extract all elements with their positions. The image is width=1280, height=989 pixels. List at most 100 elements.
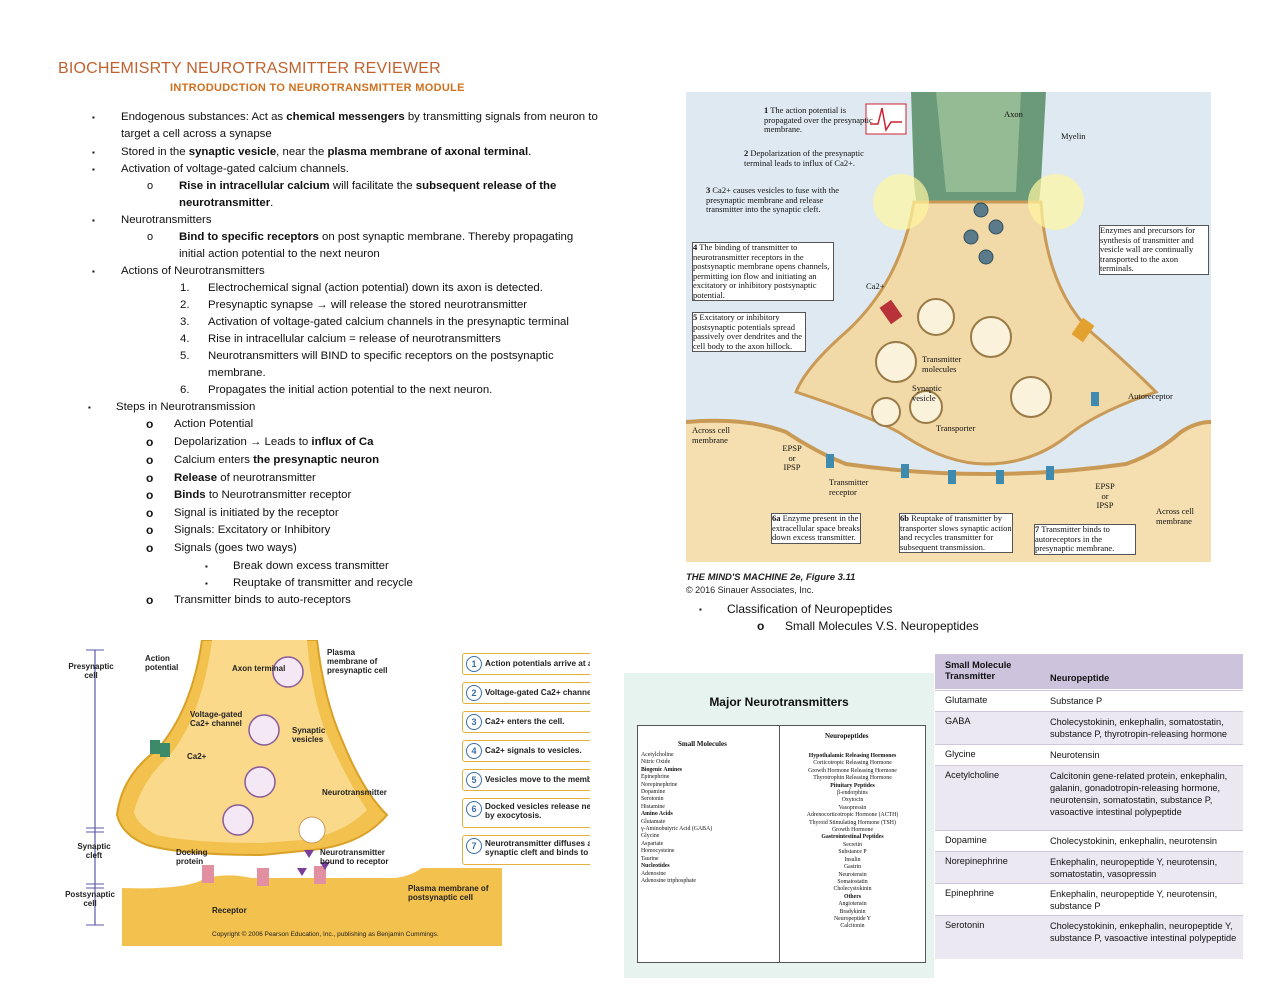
neuropeptide-item: Hypothalamic Releasing Hormones: [808, 753, 897, 759]
neuropeptide-item: Corticotropic Releasing Hormone: [813, 760, 892, 767]
synapse-enzymes-note: Enzymes and precursors for synthesis of …: [1099, 225, 1209, 275]
neuropeptide-item: Others: [843, 893, 862, 900]
sm-cell-small-molecule: Epinephrine: [945, 888, 995, 898]
bullet: o: [146, 523, 154, 537]
neuropeptide-item: Substance P: [838, 849, 867, 856]
synapse-figure: 1 The action potential is propagated ove…: [686, 92, 1211, 562]
step-number: 5: [466, 772, 482, 788]
action-item: membrane.: [208, 367, 266, 379]
note-line: target a cell across a synapse: [121, 128, 272, 140]
synapse-label-across-left: Across cell membrane: [692, 425, 731, 445]
bullet: ▪: [205, 579, 208, 588]
synapse-label-synaptic-vesicle: Synaptic vesicle: [912, 383, 942, 403]
step-text: Ca2+ signals to vesicles.: [485, 746, 582, 755]
synapse-step-3: 3 Ca2+ causes vesicles to fuse with the …: [706, 185, 839, 214]
small-molecule-item: Epinephrine: [641, 774, 670, 781]
note-line: Endogenous substances: Act as chemical m…: [121, 111, 598, 123]
action-item: Propagates the initial action potential …: [208, 384, 493, 396]
neuropeptide-item: Oxytocin: [841, 797, 864, 804]
step-text: Vesicles move to the membrane.: [485, 775, 590, 784]
step-number: 2: [466, 685, 482, 701]
small-molecule-item: Dopamine: [641, 789, 666, 796]
sm-cell-neuropeptide: Enkephalin, neuropeptide Y, neurotensin,…: [1050, 857, 1218, 879]
bullet: o: [146, 417, 154, 431]
note-line: Bind to specific receptors on post synap…: [179, 231, 574, 243]
neuropeptide-item: Thyrotrophin Releasing Hormone: [813, 775, 892, 782]
step-text: Voltage-gated Ca2+ channels open.: [485, 688, 590, 697]
neuropeptide-item: Angiotensin: [838, 901, 867, 908]
note-line: Steps in Neurotransmission: [116, 401, 256, 413]
terminal-label-plasma-pre: Plasma membrane of presynaptic cell: [327, 648, 388, 675]
bullet: o: [146, 506, 154, 520]
bullet: ▪: [92, 165, 95, 174]
note-line: neurotransmitter.: [179, 197, 274, 209]
synapse-caption-title: THE MIND'S MACHINE 2e, Figure 3.11: [686, 572, 856, 583]
neuropeptide-item: Adrenocorticotropic Hormone (ACTH): [806, 812, 899, 819]
step-number: 7: [466, 838, 482, 854]
step-number: 1: [466, 656, 482, 672]
bullet: o: [146, 471, 154, 485]
neuropeptide-item: Pituitary Peptides: [830, 782, 875, 789]
small-molecule-item: Adenosine triphosphate: [641, 877, 696, 884]
small-molecule-item: Amino Acids: [641, 811, 673, 818]
step-text: Neurotransmitter diffuses across the syn…: [485, 839, 590, 857]
neuropeptide-item: Neurotensin: [838, 871, 867, 878]
note-line: Signal is initiated by the receptor: [174, 507, 339, 519]
synapse-label-autoreceptor: Autoreceptor: [1128, 391, 1173, 401]
small-molecule-item: Nucleotides: [641, 863, 670, 870]
neuropeptide-item: Insulin: [844, 856, 861, 863]
terminal-label-receptor: Receptor: [212, 906, 247, 915]
synapse-step-6a: 6a Enzyme present in the extracellular s…: [771, 513, 861, 544]
sm-cell-neuropeptide: Cholecystokinin, enkephalin, neuropeptid…: [1050, 921, 1237, 943]
note-line: Stored in the synaptic vesicle, near the…: [121, 146, 532, 158]
bullet: o: [146, 593, 154, 607]
small-molecule-item: Acetylcholine: [641, 752, 674, 758]
sm-cell-small-molecule: Glycine: [945, 749, 976, 759]
terminal-label-plasma-post: Plasma membrane of postsynaptic cell: [408, 884, 489, 902]
document-title: BIOCHEMISRTY NEUROTRASMITTER REVIEWER: [58, 60, 441, 77]
note-line: initial action potential to the next neu…: [179, 248, 380, 260]
small-molecule-item: γ-Aminobutyric Acid (GABA): [641, 826, 713, 833]
major-neurotransmitters-title: Major Neurotransmitters: [709, 695, 849, 709]
classification-sub: Small Molecules V.S. Neuropeptides: [785, 619, 979, 633]
note-line: Signals (goes two ways): [174, 542, 297, 554]
action-number: 3.: [180, 316, 190, 328]
neuropeptide-item: Gastrointestinal Peptides: [821, 834, 884, 841]
synapse-label-ca: Ca2+: [866, 281, 885, 291]
note-line: Actions of Neurotransmitters: [121, 265, 265, 277]
neuropeptide-item: Vasopressin: [838, 804, 867, 811]
terminal-label-docking: Docking protein: [176, 848, 208, 866]
terminal-label-neurotransmitter: Neurotransmitter: [322, 788, 387, 797]
sm-cell-small-molecule: Acetylcholine: [945, 770, 1000, 780]
note-line: Neurotransmitters: [121, 214, 212, 226]
step-number: 3: [466, 714, 482, 730]
neuropeptide-item: Cholecystokinin: [833, 886, 872, 893]
sm-vs-neuropeptide-table: Small Molecule Transmitter Neuropeptide …: [935, 654, 1243, 959]
bullet: ▪: [92, 216, 95, 225]
synapse-label-epsp-right: EPSP or IPSP: [1095, 481, 1115, 510]
small-molecule-item: Glycine: [641, 833, 660, 840]
small-molecule-item: Nitric Oxide: [641, 759, 671, 766]
terminal-illustration: [86, 640, 502, 946]
classification-heading: Classification of Neuropeptides: [727, 602, 893, 616]
note-line: Signals: Excitatory or Inhibitory: [174, 524, 331, 536]
small-molecule-item: Glutamate: [641, 818, 666, 825]
document-subtitle: INTRODUDCTION TO NEUROTRANSMITTER MODULE: [170, 82, 465, 94]
neuropeptide-item: β-endorphins: [837, 790, 868, 797]
bullet: o: [146, 453, 154, 467]
small-molecule-item: Adenosine: [641, 870, 666, 877]
synapse-label-myelin: Myelin: [1061, 131, 1086, 141]
note-line: Rise in intracellular calcium will facil…: [179, 180, 557, 192]
sm-header-neuropeptide: Neuropeptide: [1050, 673, 1110, 683]
